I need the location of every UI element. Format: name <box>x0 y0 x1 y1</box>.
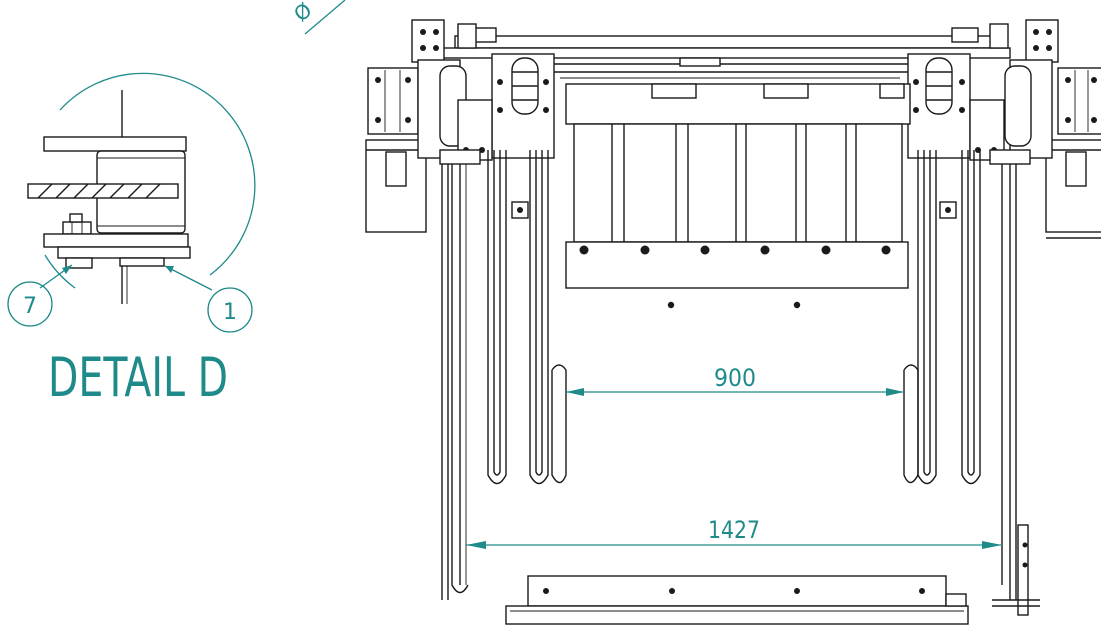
balloon-7-label: 7 <box>23 294 37 319</box>
lower-plate <box>43 233 189 248</box>
detail-d-view: 7 1 DETAIL D <box>7 72 256 409</box>
roller-assembly-right <box>907 53 1005 161</box>
detail-title: DETAIL D <box>48 346 228 409</box>
leader-1 <box>164 265 213 291</box>
balloon-7 <box>7 281 53 327</box>
detail-circle-lower <box>44 254 76 289</box>
top-plate <box>43 136 187 152</box>
bottom-beam <box>505 575 969 625</box>
top-beam <box>439 27 1011 79</box>
drive-unit-right <box>1004 59 1101 239</box>
guide-rails-right <box>903 149 1040 616</box>
nut-bottom <box>65 257 93 269</box>
dimension-900-label: 900 <box>714 364 756 392</box>
diameter-symbol: Ø <box>289 0 316 26</box>
detail-circle <box>59 72 256 276</box>
roller-assembly-left <box>457 53 555 161</box>
dimension-900: 900 <box>566 364 904 396</box>
balloon-1-label: 1 <box>223 300 237 325</box>
main-elevation-view: 900 1427 <box>365 19 1101 625</box>
guide-rails-left <box>439 149 567 600</box>
drive-unit-left <box>365 59 467 233</box>
dimension-1427-label: 1427 <box>708 516 760 544</box>
corner-bracket-left <box>411 19 477 63</box>
balloon-1 <box>207 287 253 333</box>
diameter-callout: Ø <box>289 0 346 35</box>
nut-top <box>62 221 92 235</box>
dimension-1427: 1427 <box>466 516 1002 549</box>
center-panel <box>565 83 911 309</box>
gate-plate <box>565 241 909 289</box>
hatched-bar <box>27 183 179 199</box>
corner-bracket-right <box>989 19 1059 63</box>
